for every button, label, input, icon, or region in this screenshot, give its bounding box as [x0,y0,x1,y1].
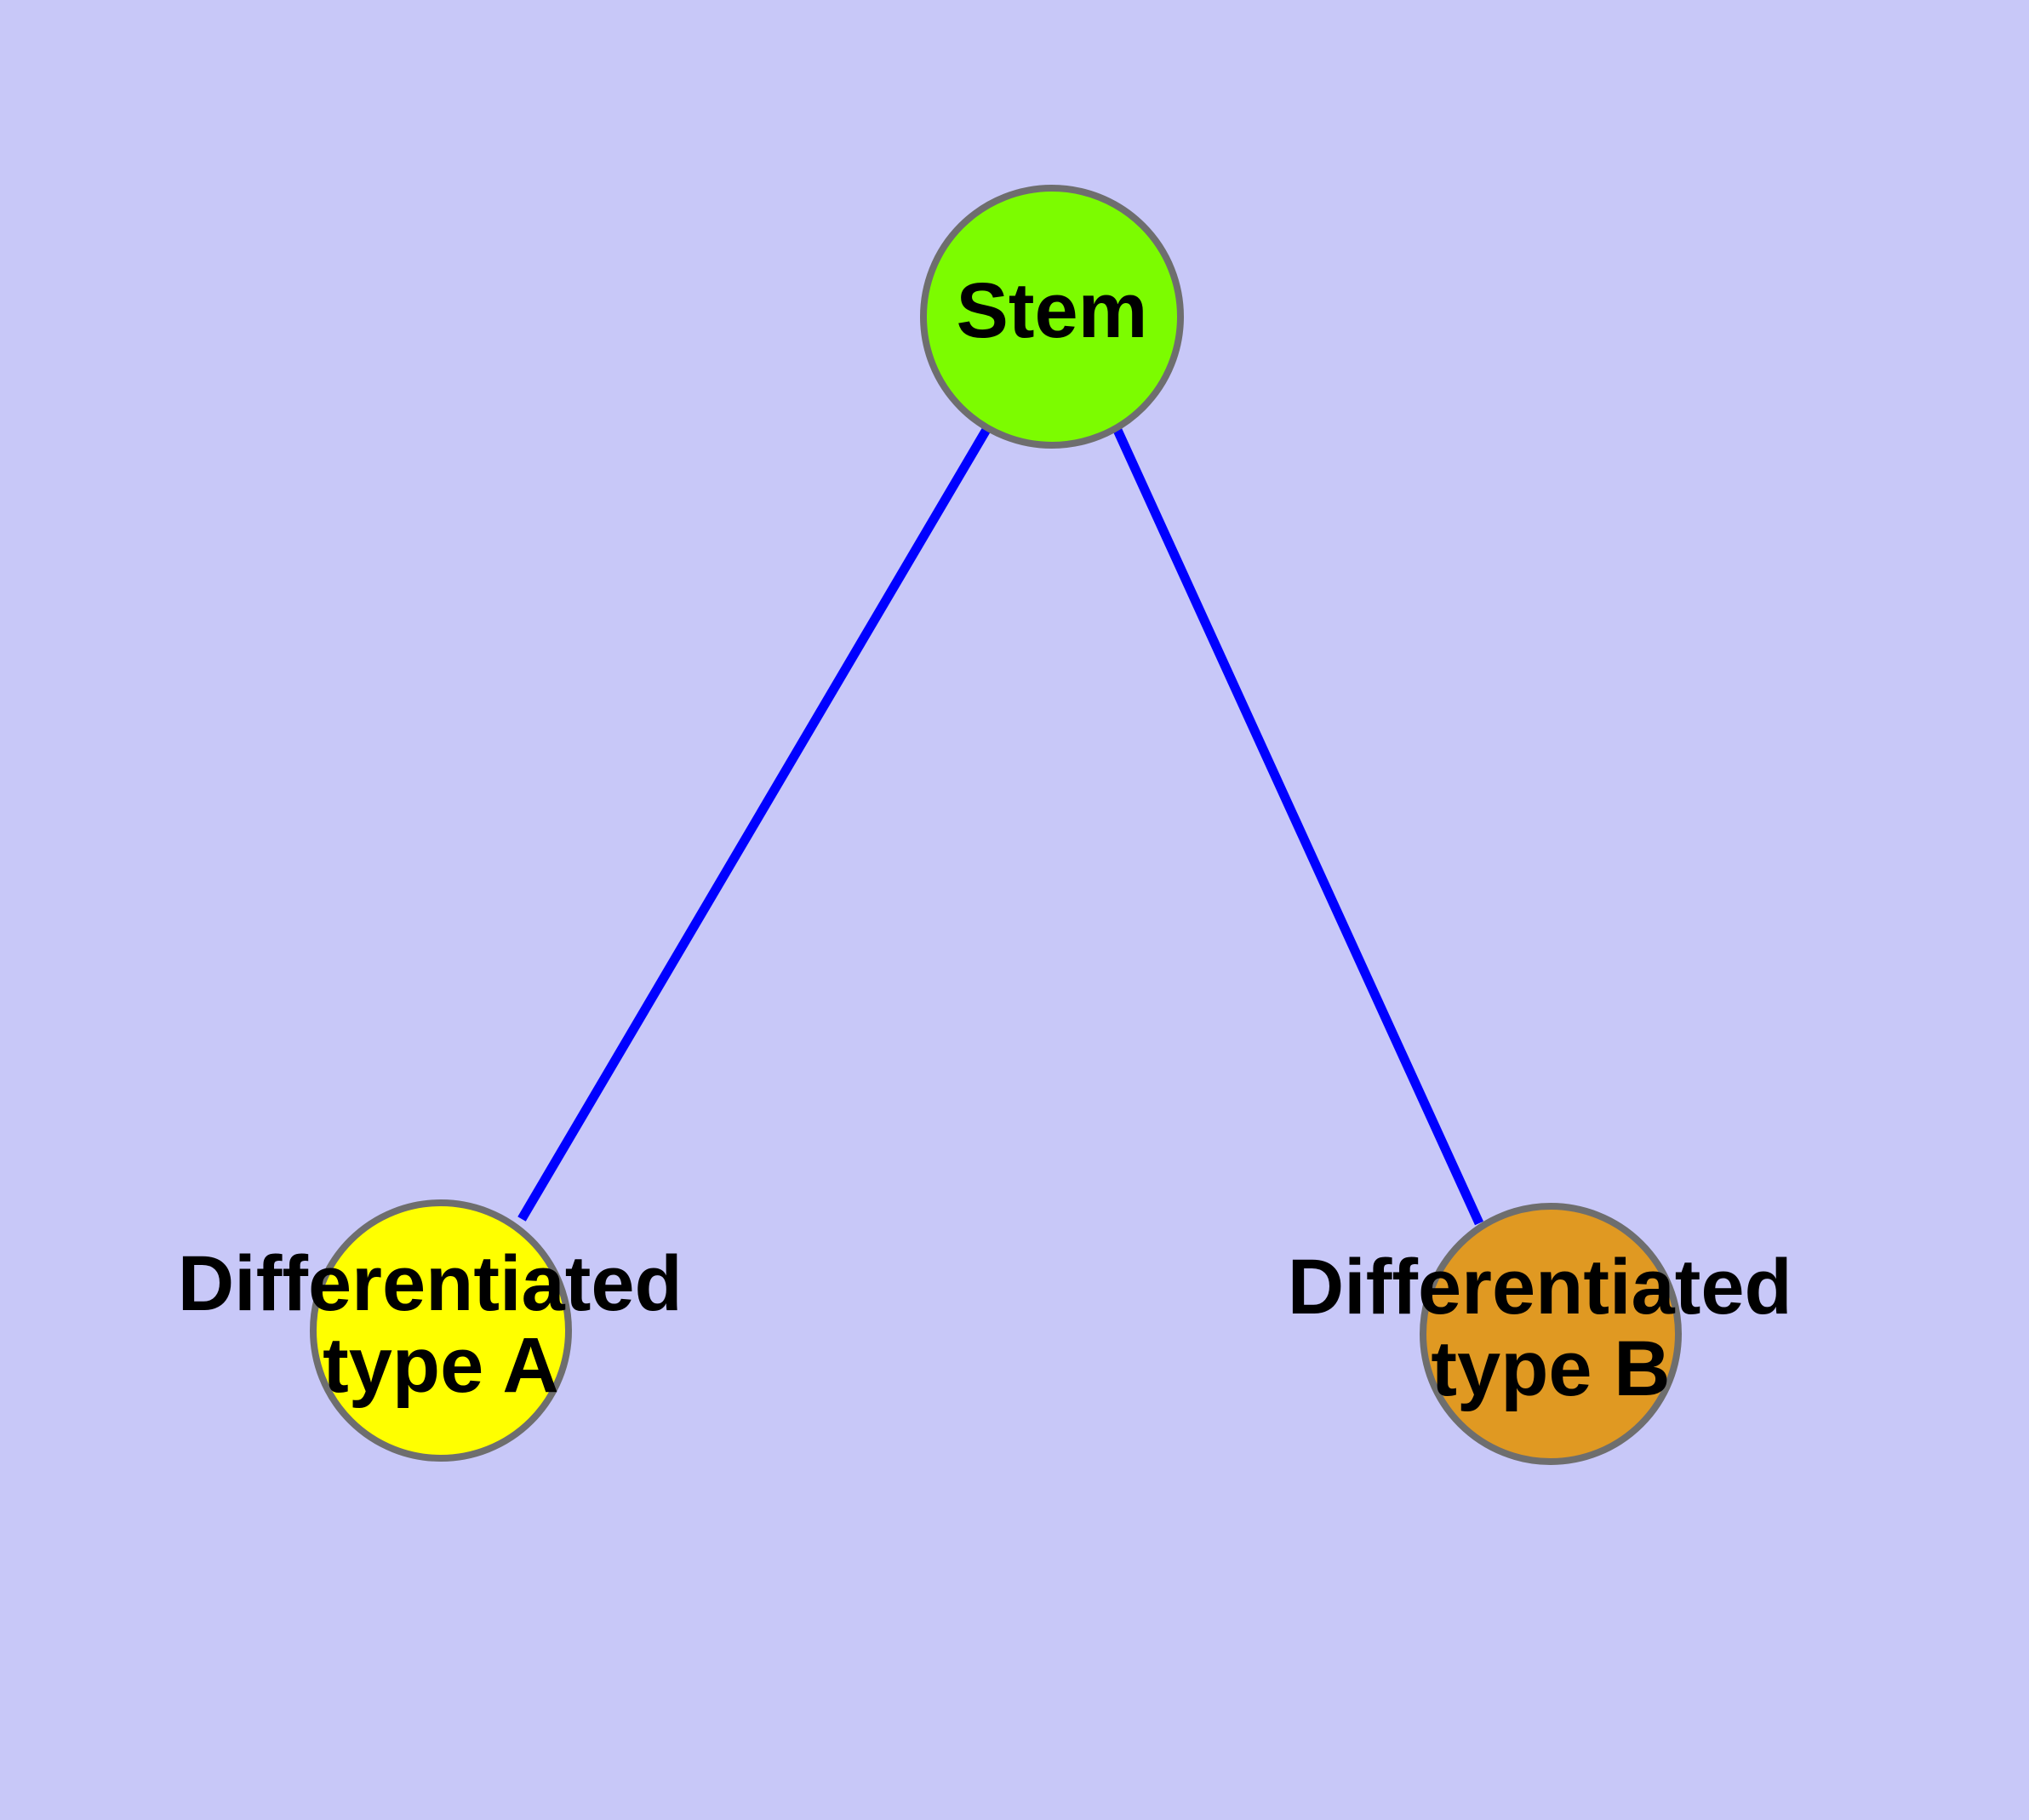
node-stem-label: Stem [957,267,1148,354]
nodes-group: Stem Differentiated type A Differentiate… [178,185,1815,1465]
node-differentiated-type-a[interactable] [310,1199,572,1462]
node-differentiated-type-b-label-line-1: type B [1431,1325,1670,1412]
node-differentiated-type-b-label-line-0: Differentiated [1288,1244,1792,1331]
node-differentiated-type-b[interactable] [1420,1203,1682,1465]
node-differentiated-type-b-label: Differentiated type B [1288,1244,1815,1412]
edge-stem-to-differentiated-type-a[interactable] [517,426,992,1222]
node-differentiated-type-a-label-line-0: Differentiated [178,1240,683,1327]
edge-stem-to-differentiated-type-b[interactable] [1112,426,1484,1226]
node-differentiated-type-a-label: Differentiated type A [178,1240,705,1409]
node-differentiated-type-a-label-line-1: type A [323,1322,559,1409]
node-differentiated-type-b-circle[interactable] [1420,1203,1682,1465]
node-differentiated-type-a-circle[interactable] [310,1199,572,1462]
edges-group [517,426,1484,1226]
node-stem[interactable]: Stem [920,185,1184,449]
node-stem-label-line-0: Stem [957,267,1148,354]
node-stem-circle[interactable] [920,185,1184,449]
